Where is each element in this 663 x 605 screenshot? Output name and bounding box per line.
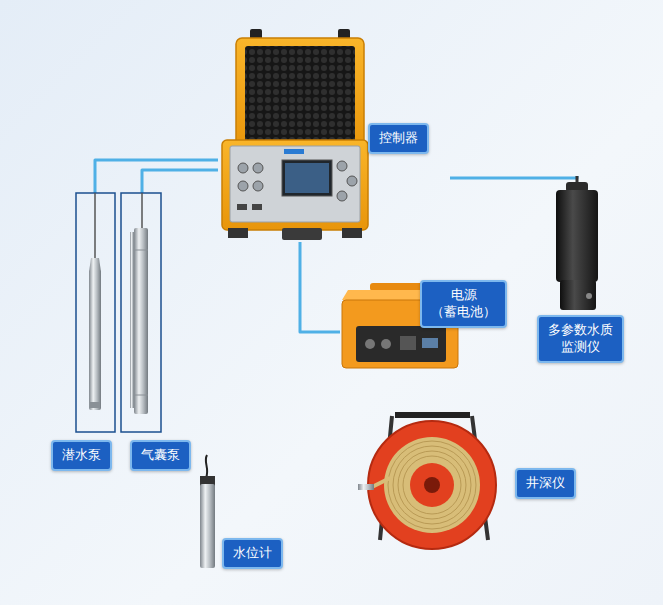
well-depth-reel-part — [410, 463, 454, 507]
water-level-sensor — [200, 455, 215, 568]
controller-case-part — [337, 191, 347, 201]
controller-case-part — [347, 176, 357, 186]
well-depth-reel-part — [393, 446, 471, 524]
submersible-pump-part — [94, 193, 96, 258]
controller-case-part — [342, 228, 362, 238]
cable-connector — [300, 242, 340, 332]
controller-case-part — [237, 204, 247, 210]
bladder-pump-part — [134, 250, 148, 251]
well-depth-reel-part — [388, 441, 476, 529]
controller-case-part — [282, 228, 322, 240]
device-label: 井深仪 — [515, 468, 576, 499]
controller-case-part — [253, 181, 263, 191]
water-quality-probe-part — [556, 190, 598, 282]
device-node: 潜水泵 — [50, 193, 117, 475]
device-label: 水位计 — [222, 538, 283, 569]
controller-case-part — [222, 140, 368, 230]
device-label: 多参数水质 监测仪 — [537, 315, 624, 363]
device-node: 井深仪 — [362, 405, 594, 560]
well-depth-reel-part — [395, 412, 470, 418]
bladder-pump — [130, 193, 148, 414]
well-depth-reel-part — [398, 451, 466, 519]
cable-connector — [450, 176, 577, 178]
controller-case-part — [228, 228, 248, 238]
water-level-sensor-part — [206, 455, 208, 478]
pump-frames-part — [76, 193, 115, 432]
submersible-pump-part — [89, 258, 101, 272]
well-depth-reel-part — [358, 484, 374, 490]
controller-case-part — [236, 38, 364, 150]
water-level-sensor-part — [200, 484, 215, 568]
battery-part — [381, 339, 391, 349]
controller-case-part — [252, 204, 262, 210]
controller-case-part — [253, 163, 263, 173]
device-node: 气囊泵 — [120, 193, 193, 475]
water-quality-probe-part — [586, 293, 592, 299]
cable-connector — [95, 160, 218, 193]
pump-frames — [76, 193, 161, 432]
battery-part — [356, 326, 446, 362]
bladder-pump-part — [141, 193, 143, 228]
well-depth-reel-part — [384, 437, 480, 533]
controller-case-part — [238, 163, 248, 173]
device-node: 水位计 — [196, 452, 285, 573]
well-depth-reel-part — [403, 456, 461, 514]
submersible-pump — [89, 193, 101, 410]
well-depth-reel-part — [424, 477, 440, 493]
water-quality-probe-part — [560, 280, 596, 310]
battery-part — [365, 339, 375, 349]
battery-part — [400, 336, 416, 350]
submersible-pump-part — [89, 270, 101, 410]
controller-case-part — [284, 149, 304, 154]
device-node: 多参数水质 监测仪 — [535, 176, 626, 367]
device-node: 电源 （蓄电池） — [340, 278, 509, 372]
controller-case-part — [337, 161, 347, 171]
well-depth-reel-part — [368, 421, 496, 549]
controller-case-part — [245, 46, 355, 142]
device-label: 电源 （蓄电池） — [420, 280, 507, 328]
pump-frames-part — [121, 193, 161, 432]
well-depth-reel — [358, 415, 496, 549]
bladder-pump-part — [130, 232, 134, 408]
device-label: 气囊泵 — [130, 440, 191, 471]
submersible-pump-part — [90, 402, 100, 408]
cable-connector — [142, 170, 218, 193]
bladder-pump-part — [134, 395, 148, 396]
water-quality-probe — [556, 176, 598, 310]
device-label: 潜水泵 — [51, 440, 112, 471]
controller-case-part — [238, 181, 248, 191]
device-node: 控制器 — [218, 28, 450, 242]
device-label: 控制器 — [368, 123, 429, 154]
bladder-pump-part — [134, 228, 148, 414]
controller-case-part — [285, 163, 329, 193]
well-depth-reel-part — [372, 478, 390, 487]
controller-case-part — [282, 160, 332, 196]
controller-case-part — [230, 146, 360, 222]
battery-part — [422, 338, 438, 348]
controller-case — [222, 29, 368, 240]
